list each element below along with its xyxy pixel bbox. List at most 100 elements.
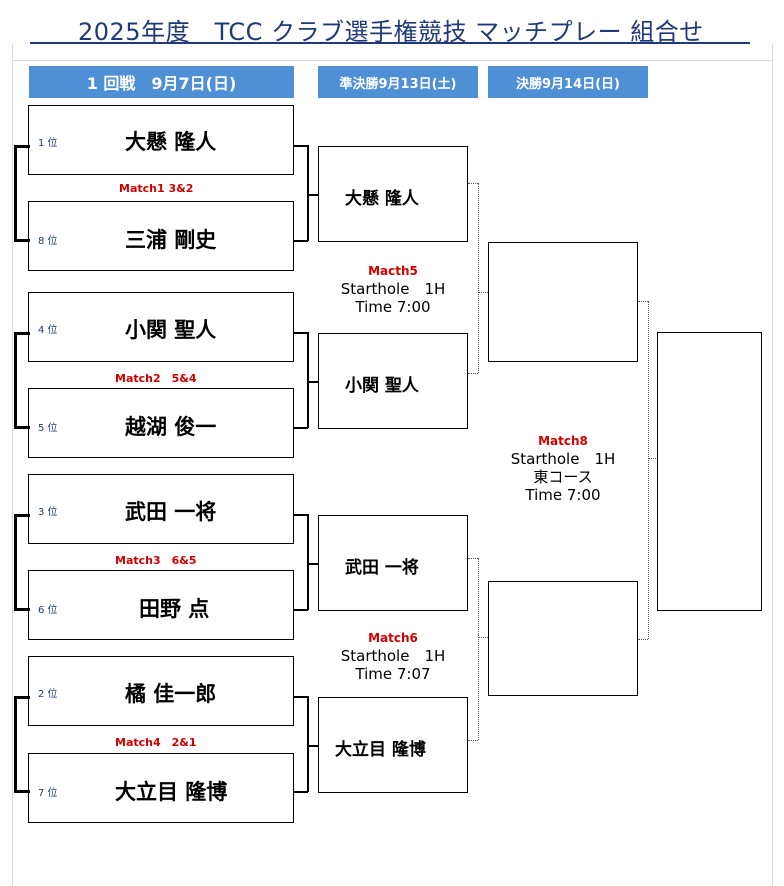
match-label: Macth5 [368, 264, 418, 278]
match8-info: Match8 Starthole 1H 東コース Time 7:00 [488, 432, 638, 504]
winner-name: 大立目 隆博 [335, 740, 426, 760]
bracket-line [294, 609, 308, 611]
tee-time: Time 7:00 [355, 298, 431, 316]
bracket-line [307, 194, 318, 196]
semifinal-box-3: 武田 一将 [318, 515, 468, 611]
start-hole: Starthole 1H [340, 647, 446, 665]
connector-line [468, 373, 478, 374]
page-title: 2025年度 TCC クラブ選手権競技 マッチプレー 組合せ [78, 18, 704, 46]
finalist-box-2 [488, 581, 638, 696]
match6-info: Match6 Starthole 1H Time 7:07 [318, 629, 468, 683]
header-semifinal: 準決勝9月13日(土) [318, 66, 478, 98]
tee-time: Time 7:07 [355, 665, 431, 683]
player-name: 越湖 俊一 [125, 415, 217, 439]
match-label: Match8 [538, 434, 588, 448]
player-name: 大立目 隆博 [115, 780, 228, 804]
bracket-line [307, 696, 309, 792]
tee-time: Time 7:00 [525, 486, 601, 504]
bracket-line [294, 145, 308, 147]
bracket-line [14, 332, 30, 335]
champion-box [657, 332, 762, 611]
connector-line [478, 183, 479, 373]
winner-name: 武田 一将 [345, 558, 419, 578]
connector-line [468, 740, 478, 741]
seed-label: 2 位 [38, 689, 58, 700]
seed-label: 5 位 [38, 423, 58, 434]
seed-label: 7 位 [38, 788, 58, 799]
bracket-line [294, 332, 308, 334]
connector-line [478, 637, 488, 638]
bracket-line [307, 145, 309, 241]
bracket-line [14, 239, 30, 242]
match-result: Match3 6&5 [115, 554, 197, 567]
player-name: 田野 点 [139, 597, 210, 621]
seed-label: 1 位 [38, 138, 58, 149]
player-box-7: 2 位 橘 佳一郎 [28, 656, 294, 726]
bracket-line [14, 514, 30, 517]
player-box-6: 6 位 田野 点 [28, 570, 294, 640]
header-final: 決勝9月14日(日) [488, 66, 648, 98]
bracket-line [307, 563, 318, 565]
player-name: 橘 佳一郎 [125, 682, 217, 706]
bracket-line [14, 514, 17, 611]
header-round1: 1 回戦 9月7日(日) [29, 66, 294, 98]
winner-name: 小関 聖人 [345, 376, 419, 396]
connector-line [648, 458, 658, 459]
seed-label: 3 位 [38, 507, 58, 518]
bracket-line [14, 332, 17, 429]
start-hole: Starthole 1H [340, 280, 446, 298]
connector-line [638, 301, 648, 302]
bracket-line [294, 240, 308, 242]
connector-line [478, 558, 479, 740]
bracket-line [307, 514, 309, 610]
title-underline [30, 8, 750, 44]
bracket-line [14, 696, 17, 793]
player-name: 武田 一将 [125, 500, 217, 524]
bracket-line [294, 427, 308, 429]
start-hole: Starthole 1H [510, 450, 616, 468]
semifinal-box-4: 大立目 隆博 [318, 697, 468, 793]
grid-line [12, 60, 772, 61]
match5-info: Macth5 Starthole 1H Time 7:00 [318, 262, 468, 316]
bracket-line [307, 381, 318, 383]
connector-line [468, 558, 478, 559]
seed-label: 8 位 [38, 236, 58, 247]
seed-label: 4 位 [38, 325, 58, 336]
player-box-4: 5 位 越湖 俊一 [28, 388, 294, 458]
bracket-line [14, 696, 30, 699]
connector-line [468, 183, 478, 184]
match-result: Match2 5&4 [115, 372, 197, 385]
player-box-5: 3 位 武田 一将 [28, 474, 294, 544]
player-box-2: 8 位 三浦 剛史 [28, 201, 294, 271]
connector-line [638, 639, 648, 640]
connector-line [648, 301, 649, 639]
course: 東コース [533, 468, 593, 486]
player-name: 大懸 隆人 [125, 130, 217, 154]
match-label: Match6 [368, 631, 418, 645]
player-name: 三浦 剛史 [125, 228, 217, 252]
player-box-8: 7 位 大立目 隆博 [28, 753, 294, 823]
grid-line [772, 44, 773, 886]
semifinal-box-1: 大懸 隆人 [318, 146, 468, 242]
finalist-box-1 [488, 242, 638, 362]
bracket-line [307, 332, 309, 428]
bracket-line [14, 145, 30, 148]
bracket-line [14, 426, 30, 429]
bracket-line [307, 745, 318, 747]
bracket-line [14, 790, 30, 793]
semifinal-box-2: 小関 聖人 [318, 333, 468, 429]
match-result: Match4 2&1 [115, 736, 197, 749]
connector-line [478, 292, 488, 293]
winner-name: 大懸 隆人 [345, 189, 419, 209]
bracket-line [14, 608, 30, 611]
player-name: 小関 聖人 [125, 318, 217, 342]
bracket-line [294, 514, 308, 516]
player-box-3: 4 位 小関 聖人 [28, 292, 294, 362]
seed-label: 6 位 [38, 605, 58, 616]
player-box-1: 1 位 大懸 隆人 [28, 105, 294, 175]
bracket-line [294, 791, 308, 793]
match-result: Match1 3&2 [119, 182, 194, 195]
bracket-line [14, 145, 17, 242]
bracket-line [294, 696, 308, 698]
grid-line [12, 44, 13, 886]
